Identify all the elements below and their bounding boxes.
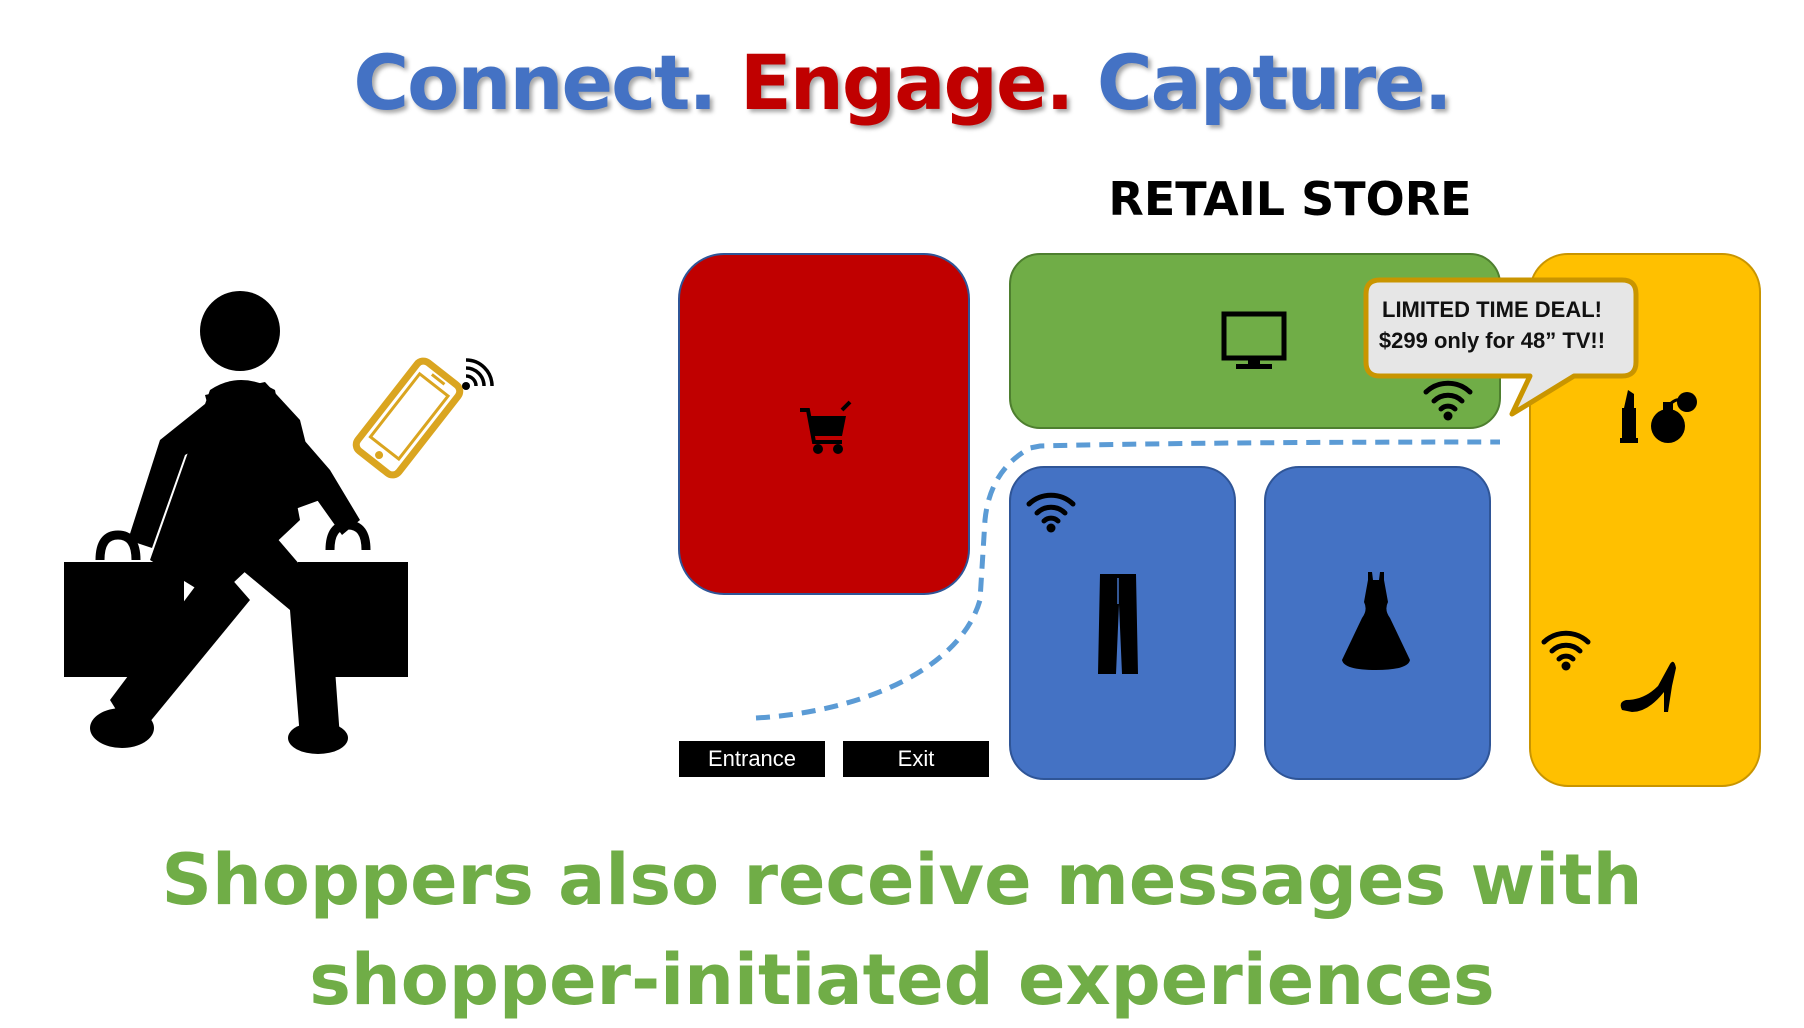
deal-text: LIMITED TIME DEAL! $299 only for 48” TV!… bbox=[1360, 294, 1624, 356]
headline-word-connect: Connect. bbox=[353, 38, 717, 127]
entrance-label: Entrance bbox=[679, 741, 825, 777]
perfume-icon bbox=[1651, 392, 1697, 443]
deal-callout bbox=[1363, 277, 1639, 417]
signal-icon bbox=[462, 358, 494, 390]
shopper-icon bbox=[64, 291, 408, 754]
dress-icon bbox=[1342, 572, 1410, 670]
lipstick-icon bbox=[1620, 390, 1638, 443]
headline-word-engage: Engage. bbox=[739, 38, 1075, 127]
shopping-cart-icon bbox=[800, 400, 852, 454]
high-heel-icon bbox=[1620, 661, 1676, 712]
exit-label: Exit bbox=[843, 741, 989, 777]
caption: Shoppers also receive messages with shop… bbox=[161, 839, 1643, 1021]
store-title: RETAIL STORE bbox=[1108, 172, 1472, 226]
deal-line-2: $299 only for 48” TV!! bbox=[1378, 328, 1606, 353]
pants-icon bbox=[1098, 574, 1138, 674]
deal-line-1: LIMITED TIME DEAL! bbox=[1382, 297, 1602, 322]
smartphone-icon bbox=[352, 357, 464, 479]
shopper-path bbox=[755, 439, 1501, 721]
headline: Connect. Engage. Capture. bbox=[0, 38, 1804, 127]
zone-beauty-and-shoes bbox=[1529, 253, 1761, 787]
headline-word-capture: Capture. bbox=[1096, 38, 1453, 127]
tv-icon bbox=[1221, 311, 1287, 369]
